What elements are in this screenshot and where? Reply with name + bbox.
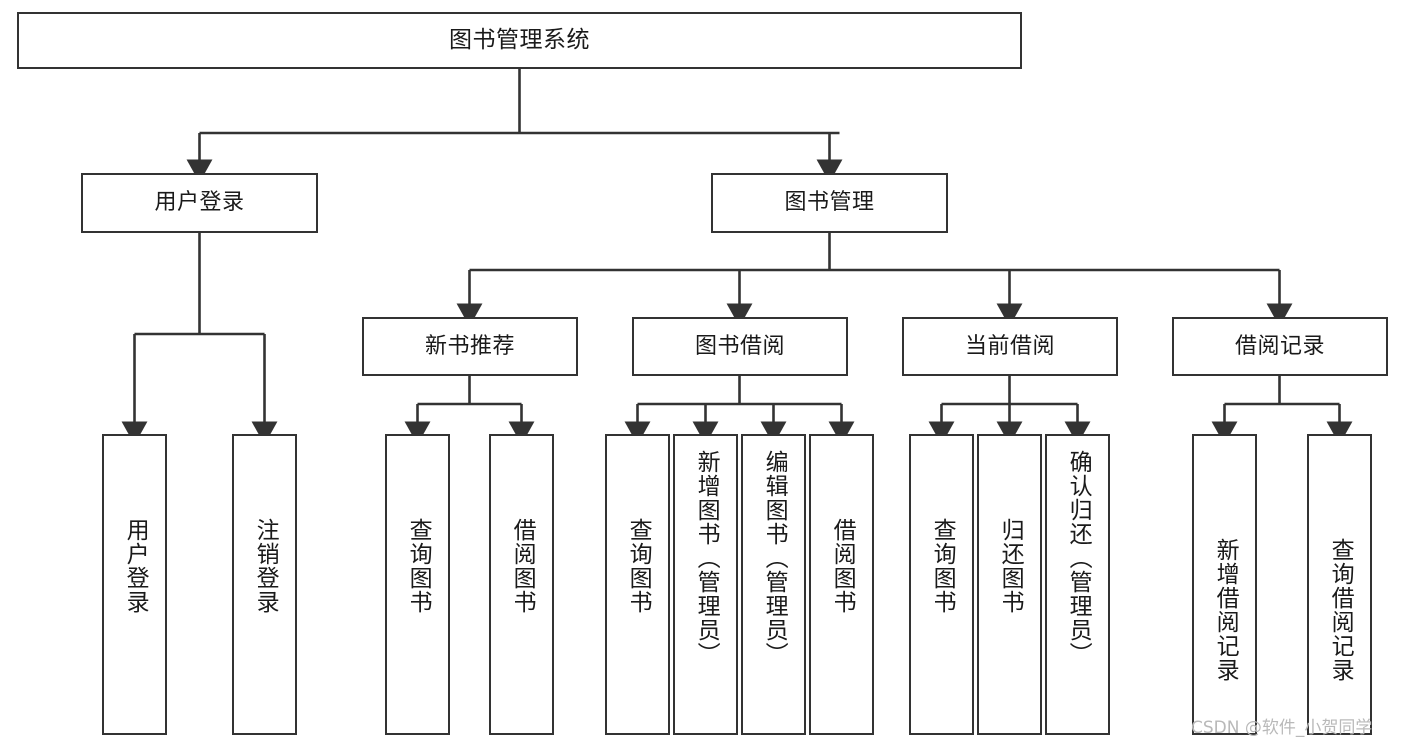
leaf-current-borrow-return[interactable]: 归还图书: [977, 434, 1042, 735]
leaf-user-login-login[interactable]: 用户登录: [102, 434, 167, 735]
node-label: 借阅记录: [1234, 333, 1325, 359]
node-label: 图书管理系统: [449, 27, 590, 54]
leaf-borrow-record-query[interactable]: 查询借阅记录: [1307, 434, 1372, 735]
leaf-user-login-logout[interactable]: 注销登录: [232, 434, 297, 735]
leaf-borrow-record-add[interactable]: 新增借阅记录: [1192, 434, 1257, 735]
node-label: 归还图书: [997, 518, 1024, 614]
node-label: 当前借阅: [964, 333, 1055, 359]
leaf-book-borrow-borrow[interactable]: 借阅图书: [809, 434, 874, 735]
node-label: 新增图书（管理员）: [693, 450, 720, 666]
node-label: 查询图书: [625, 518, 652, 614]
node-label: 图书管理: [784, 190, 875, 216]
node-new-book-recommend[interactable]: 新书推荐: [362, 317, 578, 376]
node-label: 确认归还（管理员）: [1065, 450, 1092, 666]
leaf-current-borrow-query[interactable]: 查询图书: [909, 434, 974, 735]
leaf-book-borrow-query[interactable]: 查询图书: [605, 434, 670, 735]
watermark-text: CSDN @软件_小贺同学: [1191, 718, 1373, 738]
node-label: 编辑图书（管理员）: [761, 450, 788, 666]
leaf-new-book-borrow[interactable]: 借阅图书: [489, 434, 554, 735]
node-user-login[interactable]: 用户登录: [81, 173, 318, 233]
node-label: 查询图书: [405, 518, 432, 614]
node-current-borrow[interactable]: 当前借阅: [902, 317, 1118, 376]
leaf-current-borrow-confirm-return[interactable]: 确认归还（管理员）: [1045, 434, 1110, 735]
leaf-book-borrow-add[interactable]: 新增图书（管理员）: [673, 434, 738, 735]
node-label: 借阅图书: [509, 518, 536, 614]
node-label: 查询图书: [929, 518, 956, 614]
node-label: 用户登录: [154, 190, 245, 216]
node-label: 新书推荐: [424, 333, 515, 359]
node-book-management[interactable]: 图书管理: [711, 173, 948, 233]
node-label: 新增借阅记录: [1212, 538, 1239, 682]
leaf-new-book-query[interactable]: 查询图书: [385, 434, 450, 735]
node-root-system[interactable]: 图书管理系统: [17, 12, 1022, 69]
node-label: 查询借阅记录: [1327, 538, 1354, 682]
node-borrow-record[interactable]: 借阅记录: [1172, 317, 1388, 376]
node-label: 用户登录: [122, 518, 149, 614]
node-label: 注销登录: [252, 518, 279, 614]
node-book-borrow[interactable]: 图书借阅: [632, 317, 848, 376]
leaf-book-borrow-edit[interactable]: 编辑图书（管理员）: [741, 434, 806, 735]
node-label: 借阅图书: [829, 518, 856, 614]
node-label: 图书借阅: [694, 333, 785, 359]
